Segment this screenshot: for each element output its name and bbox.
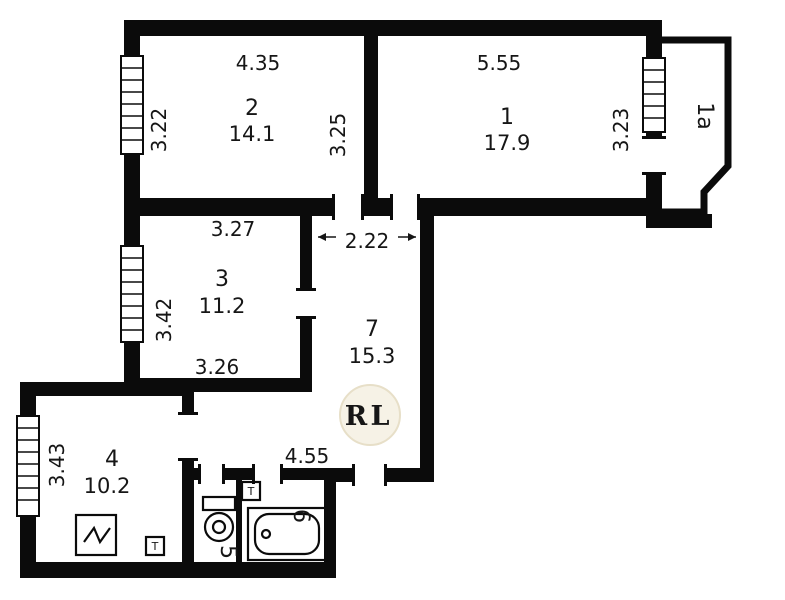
door-balcony-jamb (642, 172, 666, 175)
door-room4-jamb (178, 412, 198, 415)
toilet-icon (201, 495, 237, 543)
door-entry-jamb (352, 464, 355, 486)
door-bath-jamb (252, 464, 255, 484)
door-room2-jamb (361, 194, 364, 220)
door-wc-jamb (198, 464, 201, 484)
dim-corridor-width: 4.55 (285, 444, 330, 468)
bath-number: 6 (288, 509, 313, 523)
dim-room2-right: 3.25 (326, 113, 350, 158)
wall-under-balcony (646, 214, 712, 228)
dimension-arrows (318, 233, 416, 241)
dim-room1-height: 3.23 (609, 108, 633, 153)
dim-room4-height: 3.43 (45, 443, 69, 488)
fixtures (74, 480, 328, 562)
door-wc-gap (200, 466, 224, 482)
room3-number: 3 (215, 267, 229, 292)
dim-room2-height: 3.22 (147, 108, 171, 153)
dim-room3-bottom: 3.26 (195, 355, 240, 379)
towel-rail-label: Т (151, 540, 159, 553)
wall-room1-room2 (364, 36, 378, 198)
logo-letter-l: L (371, 401, 390, 432)
door-wc-jamb (222, 464, 225, 484)
logo-letter-r: R (345, 401, 368, 432)
door-entry-gap (354, 466, 386, 484)
room4-number: 4 (105, 447, 119, 472)
door-room4-gap (180, 414, 196, 460)
labels: 4.35 3.22 3.25 2 14.1 5.55 3.23 1 17.9 1… (45, 51, 717, 559)
room1-area: 17.9 (484, 131, 531, 155)
room3-area: 11.2 (199, 294, 246, 318)
door-room3-gap (298, 290, 314, 318)
logo-circle (339, 384, 401, 446)
door-openings (178, 136, 666, 486)
wall-room7-right (420, 216, 434, 482)
wc-number: 5 (215, 545, 240, 559)
dim-hall-width: 2.22 (345, 229, 390, 253)
door-balcony-jamb (642, 136, 666, 139)
balcony-number: 1а (692, 102, 717, 129)
door-room1-gap (392, 196, 418, 218)
door-room2-gap (334, 196, 362, 218)
window-room2 (120, 55, 144, 155)
dim-room2-width: 4.35 (236, 51, 281, 75)
washing-machine-icon (74, 513, 118, 557)
door-room3-jamb (296, 316, 316, 319)
door-room2-jamb (332, 194, 335, 220)
room1-number: 1 (500, 105, 514, 130)
wall-bottom (20, 562, 336, 578)
door-entry-jamb (384, 464, 387, 486)
wall-wc-bath (236, 480, 242, 578)
door-room3-jamb (296, 288, 316, 291)
door-bath-jamb (280, 464, 283, 484)
windows (16, 55, 666, 517)
wall-room4-top (20, 382, 194, 396)
bathtub-icon (246, 506, 328, 562)
dim-room1-width: 5.55 (477, 51, 522, 75)
door-room4-jamb (178, 458, 198, 461)
room2-area: 14.1 (229, 122, 276, 146)
window-room4 (16, 415, 40, 517)
room7-area: 15.3 (349, 344, 396, 368)
room7-number: 7 (365, 317, 379, 342)
door-bath-gap (254, 466, 282, 482)
dim-room3-height: 3.42 (152, 298, 176, 343)
window-room1 (642, 57, 666, 133)
room4-area: 10.2 (84, 474, 131, 498)
door-room1-jamb (390, 194, 393, 220)
dim-room3-width: 3.27 (211, 217, 256, 241)
watermark-logo: R L (339, 384, 401, 446)
towel-rail-label: Т (247, 485, 255, 498)
balcony-outline (662, 36, 732, 216)
wall-top (124, 20, 662, 36)
door-balcony-gap (644, 138, 664, 174)
window-room3 (120, 245, 144, 343)
towel-rail-icon (144, 535, 166, 557)
door-room1-jamb (417, 194, 420, 220)
room2-number: 2 (245, 96, 259, 121)
towel-rail-icon (240, 480, 262, 502)
